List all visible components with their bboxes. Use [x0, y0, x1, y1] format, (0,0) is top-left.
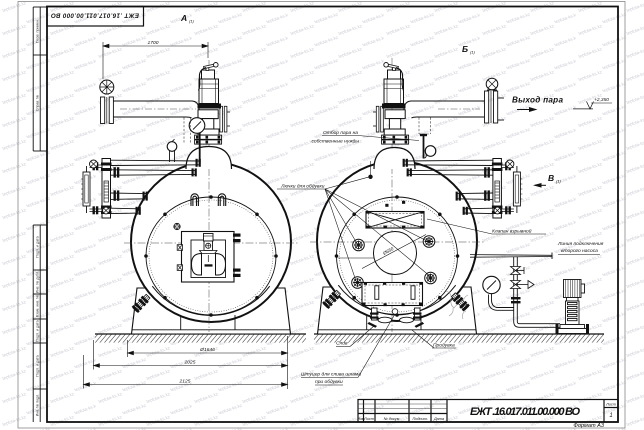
svg-text:В: В [548, 173, 554, 183]
svg-text:1700: 1700 [148, 40, 159, 46]
svg-text:Ø1646: Ø1646 [199, 347, 215, 353]
svg-text:(1): (1) [470, 50, 476, 55]
svg-text:при обдувки: при обдувки [315, 379, 343, 385]
svg-text:Справ. №: Справ. № [36, 95, 40, 111]
svg-text:Слив: Слив [336, 341, 348, 347]
svg-text:(1): (1) [189, 19, 195, 24]
svg-text:Б: Б [462, 44, 468, 54]
svg-text:Подп. и дата: Подп. и дата [36, 236, 40, 257]
svg-text:Формат А3: Формат А3 [573, 423, 604, 429]
svg-text:Продувка: Продувка [433, 343, 455, 349]
svg-text:Лист: Лист [363, 417, 374, 421]
svg-text:Подпись: Подпись [412, 417, 427, 421]
svg-text:Дата: Дата [433, 417, 444, 421]
svg-text:(1): (1) [556, 179, 562, 184]
svg-text:2025: 2025 [184, 360, 196, 366]
svg-text:2125: 2125 [179, 379, 191, 385]
svg-text:Отбор пара на: Отбор пара на [323, 130, 358, 136]
svg-text:Ø650: Ø650 [381, 246, 395, 256]
svg-text:Взам. инв. №: Взам. инв. № [36, 295, 40, 317]
svg-text:Штуцер для слива шлама: Штуцер для слива шлама [301, 372, 361, 378]
svg-text:Лючки для обдувки: Лючки для обдувки [280, 184, 325, 190]
svg-text:собственные нужды: собственные нужды [311, 139, 359, 145]
svg-text:Перв. примен.: Перв. примен. [36, 19, 40, 43]
svg-text:Инв. № дубл.: Инв. № дубл. [36, 271, 40, 293]
svg-text:Выход пара: Выход пара [512, 96, 563, 105]
svg-text:Изм: Изм [357, 417, 364, 421]
svg-text:А: А [180, 13, 187, 23]
svg-text:ЕЖТ .16.017.011.00.000 ВО: ЕЖТ .16.017.011.00.000 ВО [51, 12, 139, 19]
svg-text:второго насоса: второго насоса [561, 249, 598, 254]
svg-text:Лист: Лист [605, 403, 616, 407]
svg-text:Клапан взрывной: Клапан взрывной [492, 228, 532, 235]
svg-text:Подп. и дата: Подп. и дата [36, 355, 40, 376]
svg-text:ЕЖТ .16.017.011.00.000 ВО: ЕЖТ .16.017.011.00.000 ВО [470, 406, 580, 418]
svg-text:№ докум.: № докум. [384, 417, 401, 421]
svg-text:Подп. и дата: Подп. и дата [36, 320, 40, 341]
svg-text:+2,350: +2,350 [594, 97, 609, 103]
svg-text:Линия подключения: Линия подключения [557, 241, 604, 247]
svg-text:Инв. № подл.: Инв. № подл. [36, 394, 40, 416]
svg-text:1: 1 [609, 413, 612, 419]
